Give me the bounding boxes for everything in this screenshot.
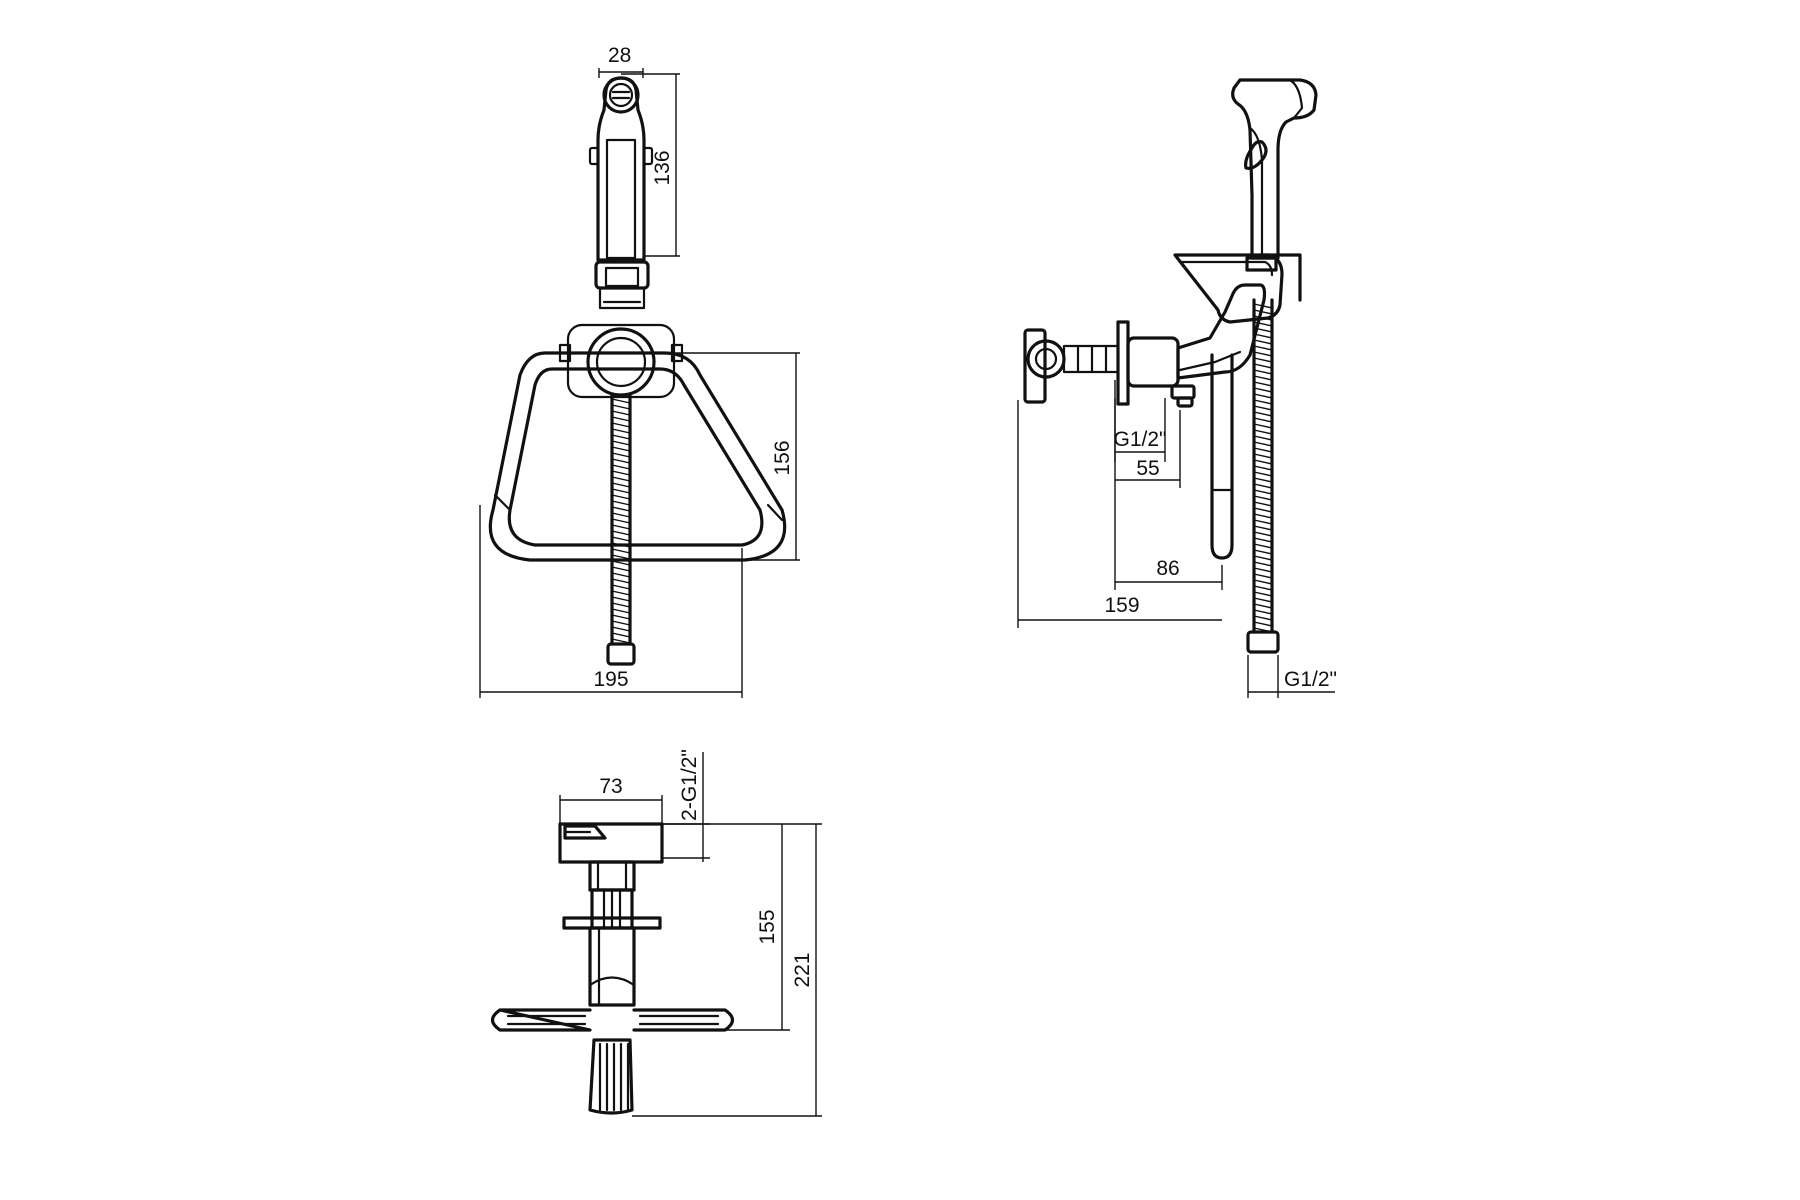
side-handset — [1231, 78, 1318, 272]
front-view: 28 136 156 195 — [479, 44, 800, 698]
dim-ring-height: 156 — [640, 352, 800, 561]
dim-label-side-hose-thread: G1/2" — [1284, 668, 1337, 691]
flex-hose — [610, 393, 632, 646]
towel-ring — [488, 351, 787, 562]
top-view: 73 2-G1/2" 155 221 — [490, 749, 822, 1117]
dim-side-inlet-depth: 55 — [1115, 410, 1181, 488]
dim-label-top-body-width: 73 — [599, 775, 622, 798]
dim-label-top-overall-height: 221 — [791, 952, 814, 987]
dim-handset-height: 136 — [621, 73, 680, 257]
dim-label-top-height-to-bar: 155 — [756, 909, 779, 944]
dim-label-ring-height: 156 — [771, 440, 794, 475]
dim-side-overall-depth: 159 — [1017, 400, 1222, 628]
dim-top-body-width: 73 — [559, 775, 663, 824]
dim-label-overall-width: 195 — [593, 668, 628, 691]
dim-label-side-inlet-thread: G1/2" — [1114, 428, 1167, 451]
dim-overall-width: 195 — [479, 505, 743, 698]
hose-nut — [606, 642, 636, 666]
dim-label-side-spout-depth: 86 — [1156, 557, 1179, 580]
side-wall-flange — [1116, 320, 1180, 406]
dim-side-spout-depth: 86 — [1114, 380, 1223, 590]
dim-label-head-width: 28 — [608, 44, 631, 67]
dim-head-width: 28 — [598, 44, 644, 78]
dim-label-side-overall-depth: 159 — [1104, 594, 1139, 617]
dim-side-hose-thread: G1/2" — [1247, 655, 1337, 698]
top-stem — [590, 888, 634, 930]
side-view: G1/2" 55 86 159 G1/2" — [1017, 78, 1337, 698]
top-handset — [588, 1038, 634, 1115]
dim-label-top-outlet-threads: 2-G1/2" — [678, 749, 701, 821]
dim-top-outlet-threads: 2-G1/2" — [662, 749, 710, 862]
side-hose-nut — [1246, 630, 1280, 654]
top-body — [558, 822, 664, 864]
side-valve-body — [1173, 253, 1302, 380]
dim-side-inlet-thread: G1/2" — [1114, 398, 1167, 462]
side-inlet — [1023, 328, 1120, 404]
top-towel-bar — [490, 1008, 735, 1032]
dim-label-handset-height: 136 — [651, 150, 674, 185]
side-ring-profile — [1210, 353, 1234, 560]
dim-top-overall-height: 221 — [632, 823, 822, 1117]
dim-top-height-to-bar: 155 — [662, 823, 790, 1031]
handset-holder — [594, 260, 650, 310]
handset — [588, 76, 654, 262]
top-hex-nut — [588, 860, 636, 892]
side-flex-hose — [1252, 298, 1274, 634]
top-wall-plate — [562, 916, 662, 930]
top-lower-pipe — [588, 926, 636, 1007]
side-spout — [1170, 384, 1196, 408]
wall-mount — [558, 323, 684, 399]
dim-label-side-inlet-depth: 55 — [1136, 457, 1159, 480]
